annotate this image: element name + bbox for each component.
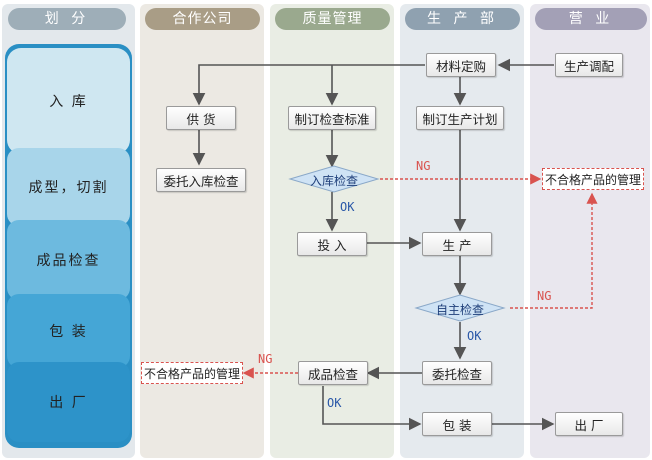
entrust-incoming-box: 委托入库检查 bbox=[156, 168, 246, 192]
stage-forming: 成型，切割 bbox=[7, 148, 130, 226]
header-partner: 合作公司 bbox=[145, 8, 260, 30]
entrust-check-box: 委托检查 bbox=[422, 361, 492, 385]
self-check-label: 自主检查 bbox=[435, 303, 484, 317]
incoming-check-diamond bbox=[288, 165, 380, 193]
production-plan-box: 制订生产计划 bbox=[416, 106, 504, 130]
sales-column bbox=[530, 4, 650, 458]
stage-product-check: 成品检查 bbox=[7, 220, 130, 300]
ng-label-incoming: NG bbox=[416, 159, 431, 173]
self-check-diamond bbox=[414, 294, 506, 322]
arrow-order-branch bbox=[192, 64, 425, 106]
material-order-box: 材料定购 bbox=[426, 53, 496, 77]
ok-label-product: OK bbox=[327, 396, 342, 410]
produce-box: 生 产 bbox=[422, 232, 492, 256]
arrow-product-check-to-packaging bbox=[322, 386, 422, 431]
stage-incoming: 入 库 bbox=[7, 48, 130, 154]
ng-label-selfcheck: NG bbox=[537, 289, 552, 303]
header-division: 划 分 bbox=[8, 8, 126, 30]
product-check-box: 成品检查 bbox=[298, 361, 368, 385]
nonconforming-right-box: 不合格产品的管理 bbox=[542, 168, 644, 190]
inspection-standard-box: 制订检查标准 bbox=[288, 106, 376, 130]
packaging-box: 包 装 bbox=[422, 412, 492, 436]
header-sales: 营 业 bbox=[535, 8, 647, 30]
ng-arrow-selfcheck bbox=[510, 192, 598, 309]
ok-label-selfcheck: OK bbox=[467, 329, 482, 343]
supply-box: 供 货 bbox=[166, 106, 236, 130]
production-adjust-box: 生产调配 bbox=[555, 53, 623, 77]
header-production: 生 产 部 bbox=[405, 8, 520, 30]
ng-label-product: NG bbox=[258, 352, 273, 366]
incoming-check-label: 入库检查 bbox=[309, 174, 358, 188]
input-box: 投 入 bbox=[297, 232, 367, 256]
ok-label-incoming: OK bbox=[340, 200, 355, 214]
stage-packaging: 包 装 bbox=[7, 294, 130, 368]
nonconforming-left-box: 不合格产品的管理 bbox=[141, 362, 243, 384]
stage-shipment: 出 厂 bbox=[7, 362, 130, 442]
shipment-box: 出 厂 bbox=[555, 412, 623, 436]
header-quality: 质量管理 bbox=[275, 8, 390, 30]
